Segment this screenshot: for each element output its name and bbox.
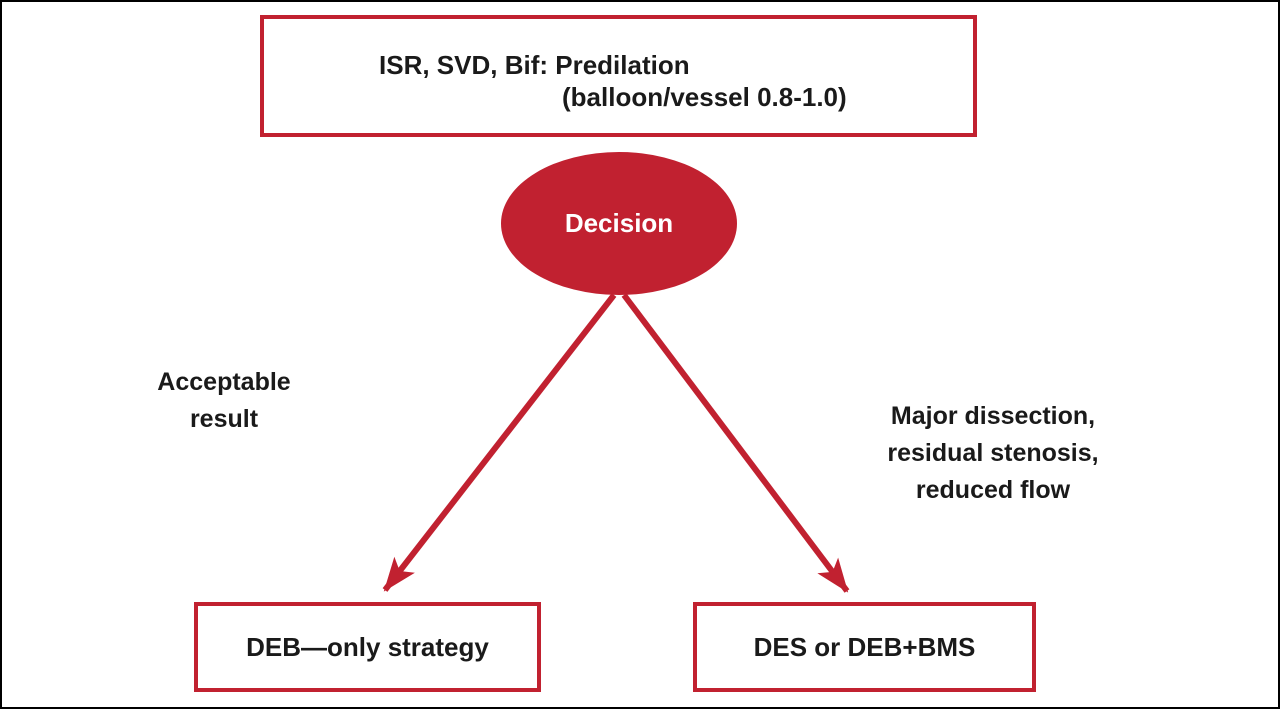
left-branch-label-line2: result [189, 405, 259, 433]
arrow-right [621, 293, 850, 593]
des-or-deb-bms-box: DES or DEB+BMS [693, 602, 1036, 692]
deb-only-strategy-label: DEB—only strategy [246, 631, 489, 662]
right-branch-label-line1: Major dissection, [890, 402, 1096, 430]
decision-node: Decision [501, 152, 737, 295]
left-branch-label: Acceptable result [99, 364, 349, 438]
decision-label: Decision [564, 208, 674, 238]
predilation-box: ISR, SVD, Bif: Predilation (balloon/vess… [260, 15, 977, 137]
predilation-line2: (balloon/vessel 0.8-1.0) [562, 82, 847, 112]
left-branch-label-line1: Acceptable [157, 368, 291, 396]
des-or-deb-bms-label: DES or DEB+BMS [753, 631, 976, 662]
right-branch-label: Major dissection, residual stenosis, red… [843, 398, 1143, 509]
right-branch-label-line3: reduced flow [915, 476, 1071, 504]
deb-only-strategy-box: DEB—only strategy [194, 602, 541, 692]
arrow-left [382, 293, 617, 592]
predilation-line1: ISR, SVD, Bif: Predilation [379, 50, 690, 80]
right-branch-label-line2: residual stenosis, [887, 439, 1099, 467]
